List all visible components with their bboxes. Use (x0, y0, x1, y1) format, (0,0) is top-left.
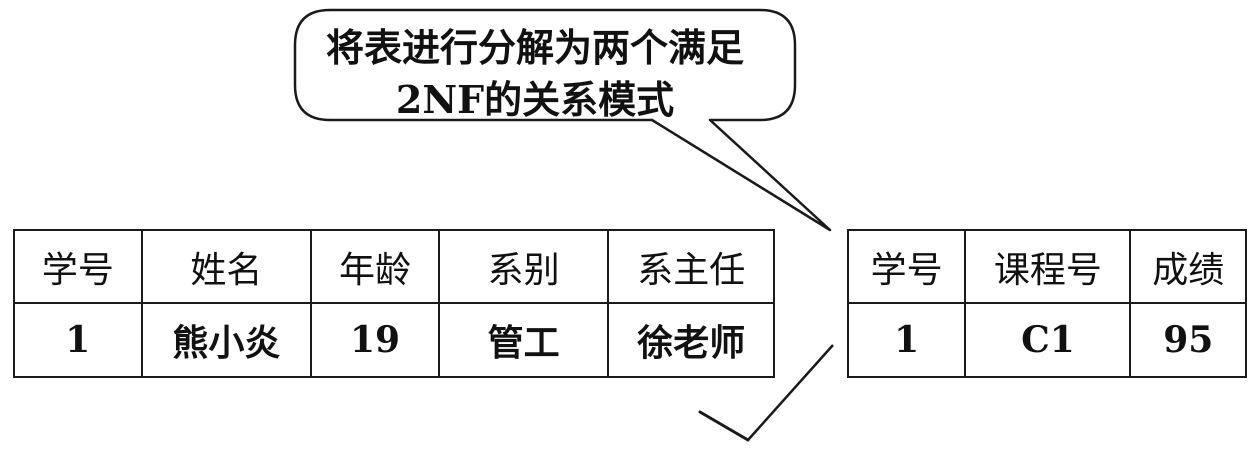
header-cell: 学号 (846, 229, 967, 304)
data-cell: 1 (13, 302, 143, 378)
connector-line (747, 344, 834, 441)
data-cell: 徐老师 (607, 302, 775, 378)
data-cell: 管工 (437, 302, 610, 378)
relation-table-student: 学号 姓名 年龄 系别 系主任 1 熊小炎 19 管工 徐老师 (13, 229, 775, 378)
header-cell: 系别 (437, 229, 610, 304)
header-cell: 学号 (13, 229, 143, 304)
header-cell: 系主任 (607, 229, 775, 304)
table-row: 1 C1 95 (846, 302, 1247, 378)
callout-text: 将表进行分解为两个满足 2NF的关系模式 (300, 22, 770, 126)
data-cell: 熊小炎 (140, 302, 313, 378)
header-cell: 姓名 (140, 229, 313, 304)
callout-line-1: 将表进行分解为两个满足 (325, 25, 744, 70)
table-header-row: 学号 课程号 成绩 (846, 229, 1247, 304)
data-cell: 95 (1129, 302, 1247, 378)
callout-line-2: 2NF的关系模式 (395, 77, 675, 122)
header-cell: 成绩 (1129, 229, 1247, 304)
data-cell: C1 (964, 302, 1132, 378)
speech-bubble (293, 8, 832, 232)
data-cell: 19 (310, 302, 440, 378)
data-cell: 1 (846, 302, 967, 378)
relation-table-score: 学号 课程号 成绩 1 C1 95 (846, 229, 1247, 378)
table-header-row: 学号 姓名 年龄 系别 系主任 (13, 229, 775, 304)
checkmark-icon (698, 410, 750, 442)
table-row: 1 熊小炎 19 管工 徐老师 (13, 302, 775, 378)
header-cell: 年龄 (310, 229, 440, 304)
header-cell: 课程号 (964, 229, 1132, 304)
